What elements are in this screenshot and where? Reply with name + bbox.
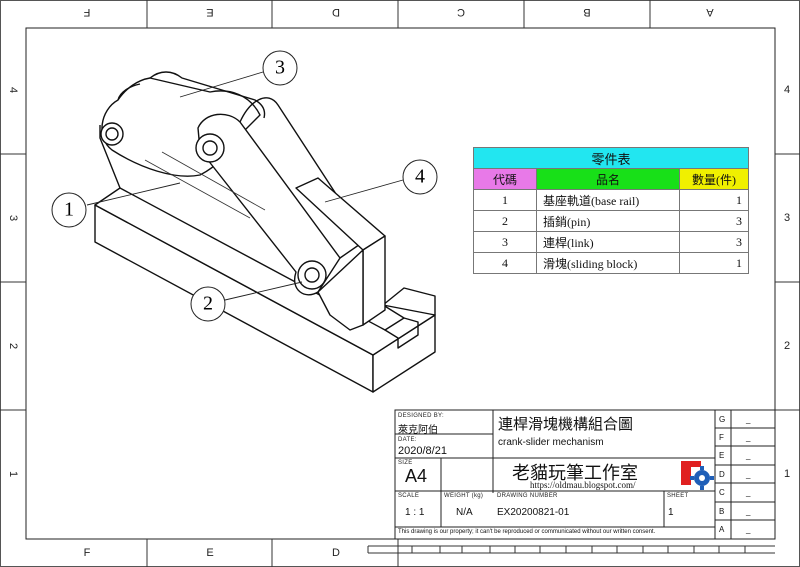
parts-list-title: 零件表 — [473, 147, 749, 169]
part-no: 2 — [473, 210, 537, 232]
revision-letter: C — [719, 488, 725, 497]
part-name: 基座軌道(base rail) — [536, 189, 680, 211]
weight-value: N/A — [456, 507, 473, 518]
balloon-2: 2 — [190, 286, 226, 322]
drawing-number-label: DRAWING NUMBER — [497, 493, 558, 499]
revision-mark: _ — [746, 507, 751, 516]
zone-label-top: E — [206, 6, 213, 18]
zone-label-left: 4 — [7, 87, 19, 93]
revision-mark: _ — [746, 415, 751, 424]
revision-letter: B — [719, 507, 725, 516]
zone-label-top: B — [583, 6, 590, 18]
table-row: 1 基座軌道(base rail) 1 — [473, 189, 749, 211]
size-label: SIZE — [398, 460, 413, 466]
paper-size: A4 — [405, 466, 428, 486]
leaders — [86, 71, 404, 301]
part-qty: 3 — [679, 210, 749, 232]
zone-label-top: C — [457, 6, 465, 18]
revision-mark: _ — [746, 433, 751, 442]
revision-letter: A — [719, 525, 725, 534]
designer-name: 萊克阿伯 — [398, 425, 438, 436]
bottom-zone-ticks — [146, 539, 775, 567]
sheet-number: 1 — [668, 507, 674, 518]
date-label: DATE: — [398, 437, 417, 443]
zone-label-top: D — [332, 6, 340, 18]
scale-label: SCALE — [398, 493, 420, 499]
studio-logo — [681, 461, 714, 490]
table-row: 4 滑塊(sliding block) 1 — [473, 252, 749, 274]
part-name: 滑塊(sliding block) — [536, 252, 680, 274]
assembly-drawing — [94, 71, 436, 393]
balloon-3: 3 — [262, 50, 298, 86]
drawing-title-zh: 連桿滑塊機構組合圖 — [498, 415, 634, 433]
web-lines — [144, 151, 266, 219]
zone-label-top: F — [83, 6, 90, 18]
sliding-block — [295, 177, 386, 331]
column-header-qty: 數量(件) — [679, 168, 749, 190]
balloon-1: 1 — [51, 192, 87, 228]
zone-label-right: 4 — [784, 84, 790, 96]
side-zone-ticks — [0, 153, 800, 411]
balloon-label: 4 — [415, 166, 425, 188]
revision-letter: E — [719, 451, 725, 460]
balloon-label: 1 — [64, 199, 74, 221]
zone-label-right: 2 — [784, 340, 790, 352]
weight-label: WEIGHT (kg) — [444, 493, 484, 499]
table-row: 3 連桿(link) 3 — [473, 231, 749, 253]
zone-label-left: 1 — [7, 471, 19, 477]
zone-label-bottom: F — [84, 547, 91, 559]
part-qty: 1 — [679, 189, 749, 211]
part-no: 3 — [473, 231, 537, 253]
zone-label-bottom: E — [206, 547, 213, 559]
zone-label-left: 2 — [7, 343, 19, 349]
part-name: 連桿(link) — [536, 231, 680, 253]
studio-url: https://oldmau.blogspot.com/ — [530, 480, 636, 490]
column-header-name: 品名 — [536, 168, 680, 190]
revision-mark: _ — [746, 525, 751, 534]
parts-list-table: 零件表 代碼 品名 數量(件) 1 基座軌道(base rail) 1 2 插銷… — [473, 147, 749, 274]
revision-letter: F — [719, 433, 724, 442]
zone-label-right: 1 — [784, 468, 790, 480]
part-name: 插銷(pin) — [536, 210, 680, 232]
property-disclaimer: This drawing is our property; it can't b… — [398, 529, 656, 535]
drawing-date: 2020/8/21 — [398, 445, 447, 457]
revision-letter: G — [719, 415, 726, 424]
zone-label-bottom: D — [332, 547, 340, 559]
revision-letter: D — [719, 470, 725, 479]
part-qty: 3 — [679, 231, 749, 253]
scale-value: 1 : 1 — [405, 507, 425, 518]
part-no: 1 — [473, 189, 537, 211]
revision-mark: _ — [746, 488, 751, 497]
part-no: 4 — [473, 252, 537, 274]
zone-label-top: A — [706, 6, 714, 18]
studio-name: 老貓玩筆工作室 — [512, 463, 638, 484]
title-block-grid — [394, 409, 776, 540]
balloon-4: 4 — [402, 159, 438, 195]
drawing-number: EX20200821-01 — [497, 507, 570, 518]
balloon-label: 2 — [203, 293, 213, 315]
zone-label-left: 3 — [7, 215, 19, 221]
revision-mark: _ — [746, 451, 751, 460]
balloon-label: 3 — [275, 57, 285, 79]
column-header-no: 代碼 — [473, 168, 537, 190]
revision-mark: _ — [746, 470, 751, 479]
drawing-title-en: crank-slider mechanism — [498, 437, 604, 448]
table-row: 2 插銷(pin) 3 — [473, 210, 749, 232]
part-qty: 1 — [679, 252, 749, 274]
pins — [100, 122, 327, 290]
zone-label-right: 3 — [784, 212, 790, 224]
designed-by-label: DESIGNED BY: — [398, 413, 444, 419]
top-zone-ticks — [146, 0, 651, 28]
sheet-label: SHEET — [667, 493, 689, 499]
